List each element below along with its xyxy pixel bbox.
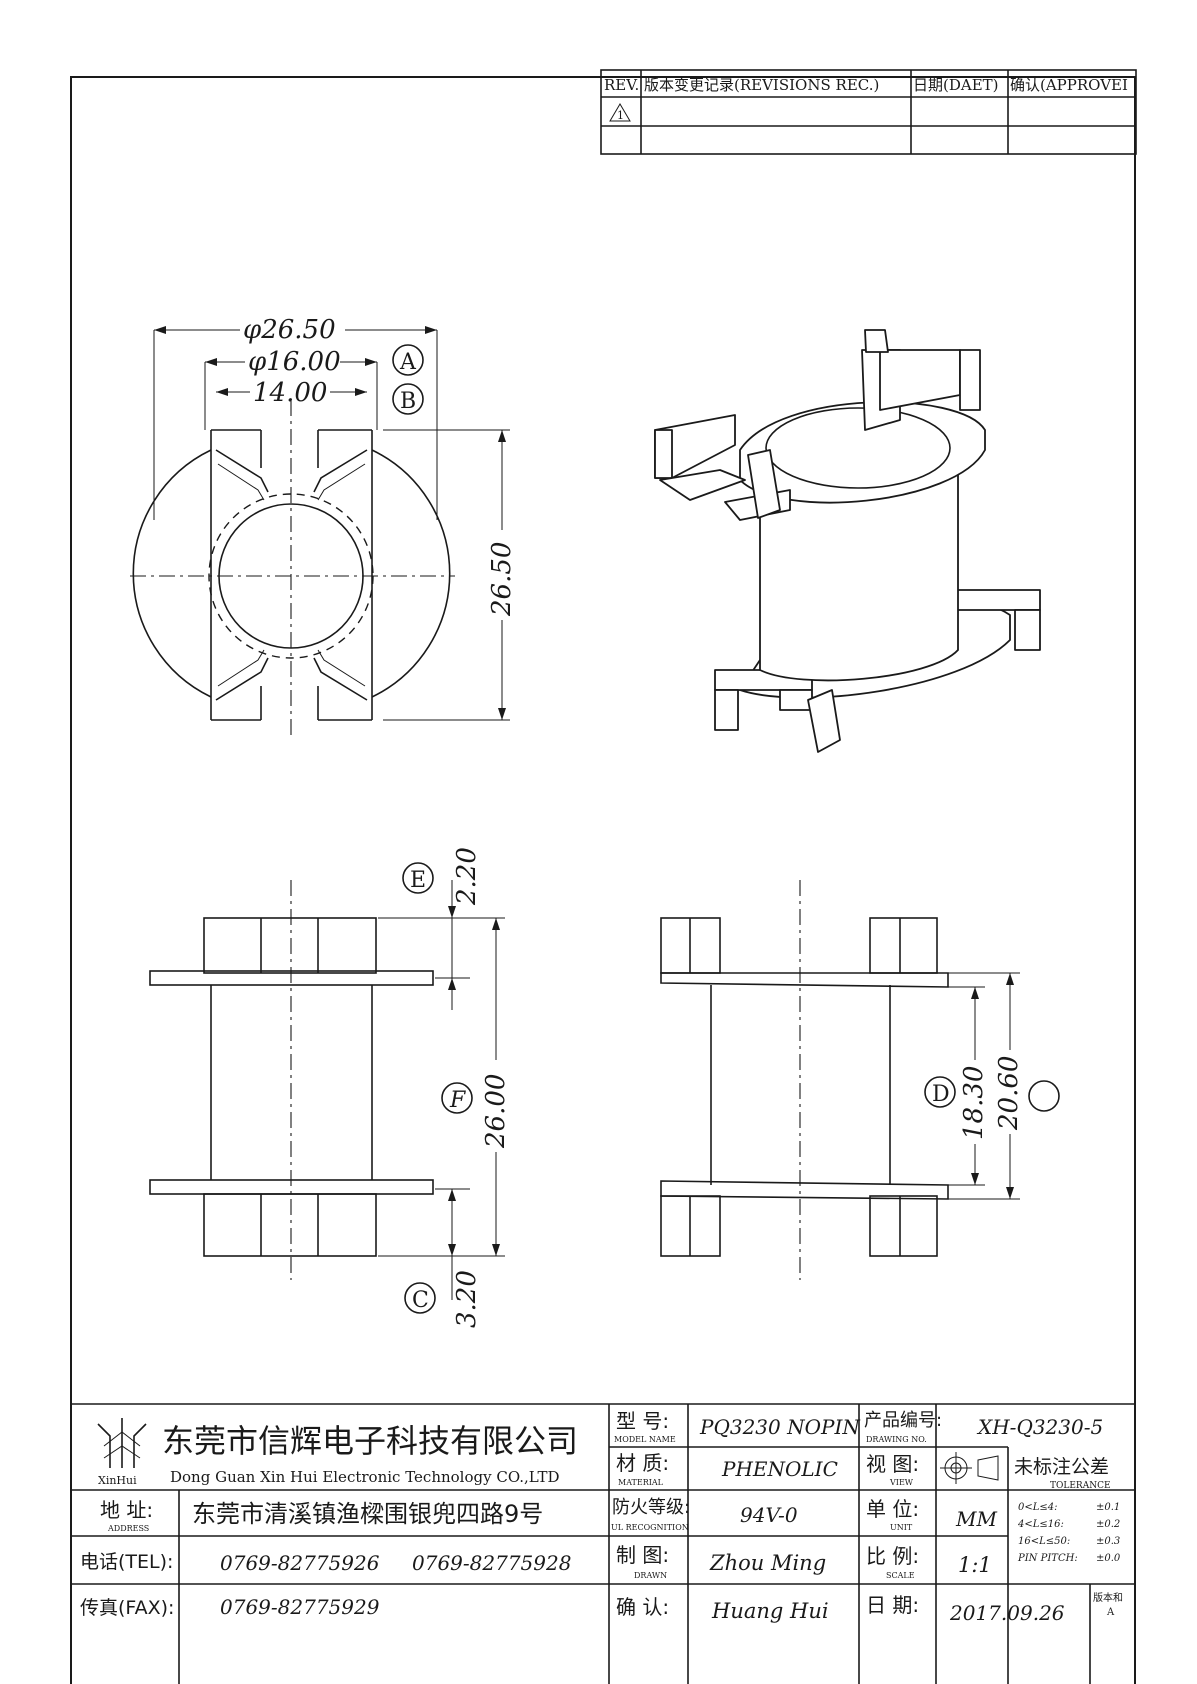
- title-block: XinHui 东莞市信辉电子科技有限公司 Dong Guan Xin Hui E…: [71, 1403, 1135, 1684]
- model-label-en: MODEL NAME: [614, 1435, 676, 1444]
- tel-value-1: 0769-82775926: [220, 1551, 380, 1575]
- scale-label-en: SCALE: [886, 1571, 915, 1580]
- top-view: φ26.50 φ16.00 14.00 A B 26.50: [130, 312, 517, 740]
- svg-text:1: 1: [617, 109, 624, 122]
- drawn-label: 制 图:: [616, 1543, 669, 1567]
- dim-outer-diameter: φ26.50: [243, 315, 336, 345]
- rev-header-record: 版本变更记录(REVISIONS REC.): [644, 76, 879, 94]
- svg-text:A: A: [399, 350, 417, 375]
- address-label: 地 址:: [100, 1498, 153, 1522]
- svg-text:B: B: [400, 389, 416, 414]
- drawing-no-label: 产品编号:: [864, 1410, 942, 1431]
- svg-text:E: E: [410, 868, 426, 893]
- version-label: 版本和: [1093, 1591, 1123, 1604]
- dim-outer-gap: 20.60: [994, 1056, 1024, 1131]
- drawn-value: Zhou Ming: [709, 1551, 826, 1575]
- scale-label: 比 例:: [866, 1544, 919, 1568]
- ref-f-marker: F: [441, 1082, 473, 1114]
- company-logo: XinHui: [97, 1418, 147, 1487]
- address-value: 东莞市清溪镇渔樑围银兜四路9号: [192, 1500, 543, 1528]
- tolerance-value: ±0.3: [1096, 1536, 1120, 1547]
- confirm-label: 确 认:: [616, 1595, 669, 1619]
- date-value: 2017.09.26: [949, 1601, 1065, 1625]
- tolerance-range: 4<L≤16:: [1017, 1519, 1064, 1530]
- revision-triangle-icon: 1: [609, 103, 631, 122]
- dim-total-length: 26.00: [481, 1074, 511, 1149]
- rev-header-date: 日期(DAET): [913, 76, 999, 94]
- ref-c-marker: C: [404, 1282, 436, 1314]
- fax-value: 0769-82775929: [220, 1595, 380, 1619]
- company-name-cn: 东莞市信辉电子科技有限公司: [162, 1422, 578, 1460]
- tolerance-value: ±0.0: [1096, 1553, 1121, 1564]
- dim-slot-width: 14.00: [253, 378, 327, 408]
- isometric-view: [654, 329, 1041, 753]
- address-label-en: ADDRESS: [107, 1524, 149, 1533]
- view-label: 视 图:: [866, 1452, 919, 1476]
- dim-inner-diameter: φ16.00: [248, 347, 341, 377]
- tolerance-range: 0<L≤4:: [1018, 1502, 1058, 1513]
- tolerance-list: 0<L≤4: ±0.1 4<L≤16: ±0.2 16<L≤50: ±0.3 P…: [1017, 1502, 1121, 1564]
- material-label-en: MATERIAL: [618, 1478, 664, 1487]
- dim-bottom-flange: 3.20: [452, 1270, 482, 1328]
- rev-header-approve: 确认(APPROVEI: [1010, 76, 1128, 94]
- fire-rating-label: 防火等级:: [612, 1497, 690, 1518]
- dim-inner-gap: 18.30: [959, 1066, 989, 1140]
- ref-e-marker: E: [402, 862, 434, 894]
- rev-header-rev: REV.: [604, 76, 639, 94]
- drawing-no-label-en: DRAWING NO.: [866, 1435, 927, 1444]
- dim-top-flange: 2.20: [452, 847, 482, 906]
- scale-value: 1:1: [958, 1553, 992, 1577]
- fire-rating-value: 94V-0: [740, 1503, 798, 1527]
- svg-text:XinHui: XinHui: [98, 1474, 137, 1487]
- tel-value-2: 0769-82775928: [412, 1551, 571, 1575]
- confirm-value: Huang Hui: [711, 1599, 829, 1623]
- tolerance-subtitle: TOLERANCE: [1050, 1481, 1111, 1491]
- version-value: A: [1106, 1607, 1115, 1618]
- ref-blank-marker: [1028, 1080, 1060, 1112]
- unit-label: 单 位:: [866, 1497, 919, 1521]
- model-label: 型 号:: [616, 1409, 669, 1433]
- side-view: 2.20 E 26.00 F 3.20 C: [149, 847, 511, 1328]
- tolerance-range: PIN PITCH:: [1017, 1553, 1078, 1564]
- tolerance-value: ±0.1: [1096, 1502, 1120, 1513]
- unit-label-en: UNIT: [890, 1523, 913, 1532]
- tolerance-value: ±0.2: [1096, 1519, 1120, 1530]
- tolerance-title: 未标注公差: [1014, 1456, 1109, 1478]
- tolerance-range: 16<L≤50:: [1018, 1536, 1070, 1547]
- ref-d-marker: D: [924, 1076, 956, 1108]
- revision-table: REV. 版本变更记录(REVISIONS REC.) 日期(DAET) 确认(…: [600, 69, 1137, 155]
- svg-text:D: D: [932, 1082, 950, 1107]
- drawing-frame: [70, 76, 1136, 1684]
- fax-label: 传真(FAX):: [80, 1597, 174, 1619]
- material-label: 材 质:: [616, 1451, 669, 1475]
- view-label-en: VIEW: [889, 1478, 914, 1487]
- ref-a-marker: A: [392, 344, 424, 376]
- drawn-label-en: DRAWN: [634, 1571, 667, 1580]
- date-label: 日 期:: [866, 1593, 919, 1617]
- fire-rating-label-en: UL RECOGNITION: [611, 1523, 689, 1532]
- ref-b-marker: B: [392, 383, 424, 415]
- drawing-no-value: XH-Q3230-5: [976, 1415, 1103, 1439]
- svg-text:F: F: [449, 1088, 466, 1113]
- svg-text:C: C: [412, 1288, 429, 1313]
- unit-value: MM: [955, 1507, 997, 1531]
- tel-label: 电话(TEL):: [80, 1551, 173, 1573]
- front-view: 18.30 D 20.60: [660, 880, 1060, 1280]
- material-value: PHENOLIC: [721, 1457, 838, 1481]
- model-value: PQ3230 NOPIN: [699, 1415, 861, 1439]
- projection-symbol-icon: [940, 1452, 999, 1484]
- company-name-en: Dong Guan Xin Hui Electronic Technology …: [170, 1468, 560, 1486]
- dim-height: 26.50: [487, 542, 517, 617]
